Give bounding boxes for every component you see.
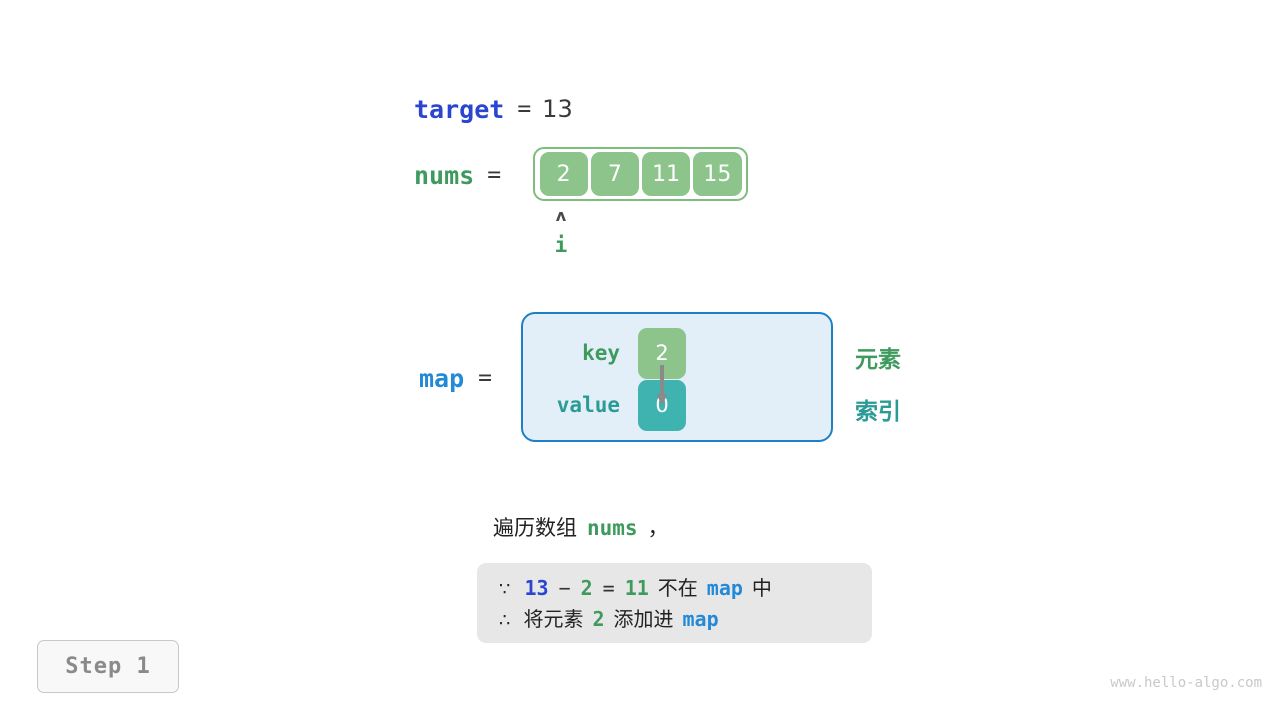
map-value-chip: 0 <box>638 379 686 431</box>
note1-map-token: map <box>706 576 743 600</box>
map-equals-sign: = <box>478 365 493 391</box>
note1-text-not-in: 不在 <box>657 576 698 600</box>
target-row: target = 13 <box>414 92 573 126</box>
target-value: 13 <box>542 95 573 123</box>
note-box: ∵ 13 − 2 = 11 不在 map 中 ∴ 将元素 2 添加进 map <box>477 563 872 643</box>
index-pointer-group: ʌ i <box>533 206 589 258</box>
array-cell-3: 15 <box>693 152 742 196</box>
side-label-element: 元素 <box>855 347 901 373</box>
map-key-label: key <box>582 341 620 365</box>
array-cell-0: 2 <box>539 152 588 196</box>
note-line-1: ∵ 13 − 2 = 11 不在 map 中 <box>499 572 850 603</box>
note1-target-value: 13 <box>524 576 549 600</box>
note1-minus-sign: − <box>558 576 571 600</box>
note-line-2: ∴ 将元素 2 添加进 map <box>499 603 850 634</box>
caption-line: 遍历数组 nums ， <box>493 512 669 542</box>
map-key-row: key 2 <box>523 327 831 379</box>
nums-variable-label: nums <box>414 160 475 190</box>
caption-code-nums: nums <box>587 516 638 540</box>
note1-equals-sign: = <box>602 576 615 600</box>
note2-text-add-element: 将元素 <box>523 607 584 631</box>
map-variable-label: map <box>419 363 465 393</box>
caption-suffix: ， <box>647 516 669 540</box>
target-equals-sign: = <box>517 96 532 122</box>
map-key-chip: 2 <box>638 327 686 379</box>
note2-map-token: map <box>682 607 719 631</box>
map-row: map = <box>419 361 492 395</box>
watermark: www.hello-algo.com <box>1110 675 1262 691</box>
note1-text-in: 中 <box>751 576 772 600</box>
array-cell-1: 7 <box>590 152 639 196</box>
caret-up-icon: ʌ <box>555 206 567 225</box>
step-badge: Step 1 <box>37 640 179 693</box>
nums-equals-sign: = <box>487 162 502 188</box>
note1-current-value: 2 <box>580 576 593 600</box>
therefore-symbol: ∴ <box>499 610 511 631</box>
nums-array-container: 2 7 11 15 <box>533 147 748 201</box>
note1-complement-value: 11 <box>624 576 649 600</box>
nums-row: nums = <box>414 158 512 192</box>
target-variable-label: target <box>414 94 505 124</box>
pointer-label-i: i <box>554 233 568 257</box>
note2-element-value: 2 <box>592 607 605 631</box>
side-label-index: 索引 <box>855 399 901 425</box>
map-value-row: value 0 <box>523 379 831 431</box>
caption-prefix: 遍历数组 <box>493 516 577 540</box>
because-symbol: ∵ <box>499 579 511 600</box>
note2-text-into: 添加进 <box>613 607 674 631</box>
array-cell-2: 11 <box>642 152 691 196</box>
map-value-label: value <box>556 393 620 417</box>
map-container: key 2 value 0 <box>521 312 833 442</box>
